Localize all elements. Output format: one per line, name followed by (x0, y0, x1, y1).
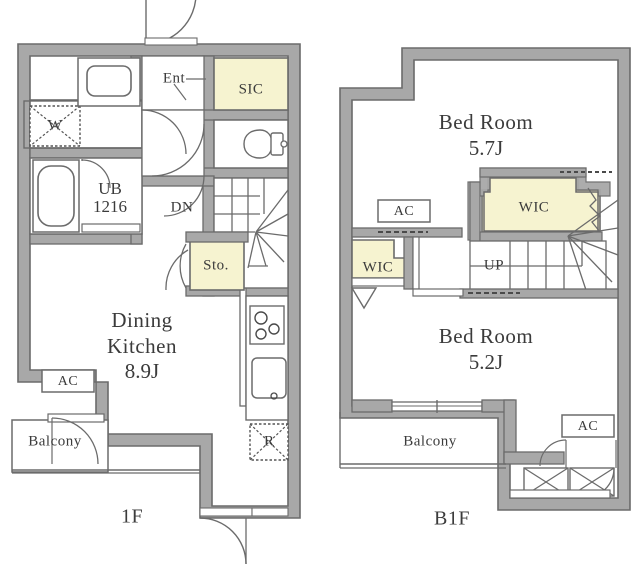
1f-partition-bath-top (29, 147, 143, 159)
b1f-partition-balcony-top (351, 399, 393, 413)
b1f-balcony: Balcony (339, 412, 506, 469)
storage-label: Sto. (203, 257, 229, 273)
ac-label-b1f-right: AC (578, 419, 598, 434)
dining-kitchen-line1: Dining (111, 308, 172, 332)
bedroom2-name: Bed Room (439, 324, 533, 348)
stairs-down-label: DN (171, 199, 194, 215)
dining-kitchen-line2: Kitchen (107, 334, 177, 358)
floor-1f-group: W UB 1216 E (11, 0, 301, 565)
entry-door-swing (145, 0, 197, 45)
floor-tag-b1f: B1F (434, 508, 470, 530)
b1f-partition-corridor (403, 236, 414, 290)
bathtub (37, 165, 75, 227)
stairs-up-label: UP (484, 257, 504, 273)
floor-b1f-group: Bed Room 5.7J AC WIC (339, 47, 631, 530)
1f-partition-sic-bottom (202, 109, 289, 121)
refrigerator-space: R (249, 423, 289, 461)
bedroom2-size: 5.2J (469, 350, 503, 374)
1f-washer-area: W (23, 99, 143, 149)
1f-balcony: Balcony (11, 413, 200, 474)
bedroom1-name: Bed Room (439, 110, 533, 134)
1f-vanity (77, 57, 141, 107)
unit-bath-size-label: 1216 (93, 197, 127, 216)
1f-partition-hall-bottom (130, 175, 215, 187)
b1f-ac-marker-left: AC (377, 199, 431, 223)
b1f-wic-small: WIC (350, 239, 415, 310)
b1f-wic-large: WIC (467, 167, 612, 243)
1f-bottom-door (199, 507, 289, 565)
1f-kitchen-fixtures: R (245, 295, 289, 461)
balcony-label-b1f: Balcony (403, 433, 457, 449)
1f-ac-marker: AC (41, 369, 95, 393)
floor-tag-1f: 1F (121, 506, 143, 528)
dining-kitchen-size: 8.9J (125, 359, 159, 383)
1f-partition-kitchen-left (239, 285, 247, 407)
bedroom1-size: 5.7J (469, 136, 503, 160)
fridge-box (249, 423, 289, 461)
washer-label: W (48, 117, 63, 133)
balcony-label-1f: Balcony (28, 433, 82, 449)
toilet-fixture (243, 129, 288, 159)
1f-partition-bath-bottom (29, 233, 143, 245)
ac-label-1f: AC (58, 374, 78, 389)
entrance-label: Ent (163, 70, 186, 86)
ac-label-b1f-left: AC (394, 204, 414, 219)
1f-storage: Sto. (165, 231, 249, 291)
b1f-partition-corridor-right (412, 236, 420, 290)
b1f-partition-lower-horizontal (459, 288, 619, 299)
refrigerator-label: R (264, 433, 274, 449)
sic-label: SIC (239, 81, 264, 97)
1f-unit-bath: UB 1216 (29, 157, 143, 235)
1f-toilet-room (213, 119, 289, 169)
b1f-staircase: UP (469, 187, 619, 292)
stove-burners (249, 305, 285, 345)
b1f-utility-boxes (523, 439, 617, 499)
1f-entrance-hall: Ent (141, 0, 206, 217)
kitchen-sink (251, 357, 287, 400)
wic-large-label: WIC (519, 199, 550, 215)
wic-small-label: WIC (363, 259, 394, 275)
1f-shoes-closet: SIC (213, 57, 289, 111)
wic-small-door-marker (350, 287, 378, 310)
sic-room (213, 57, 289, 111)
b1f-ac-marker-right: AC (561, 414, 615, 438)
unit-bath-label: UB (98, 179, 122, 198)
wic-large-interior (483, 177, 599, 232)
1f-partition-toilet-bottom (202, 167, 289, 179)
